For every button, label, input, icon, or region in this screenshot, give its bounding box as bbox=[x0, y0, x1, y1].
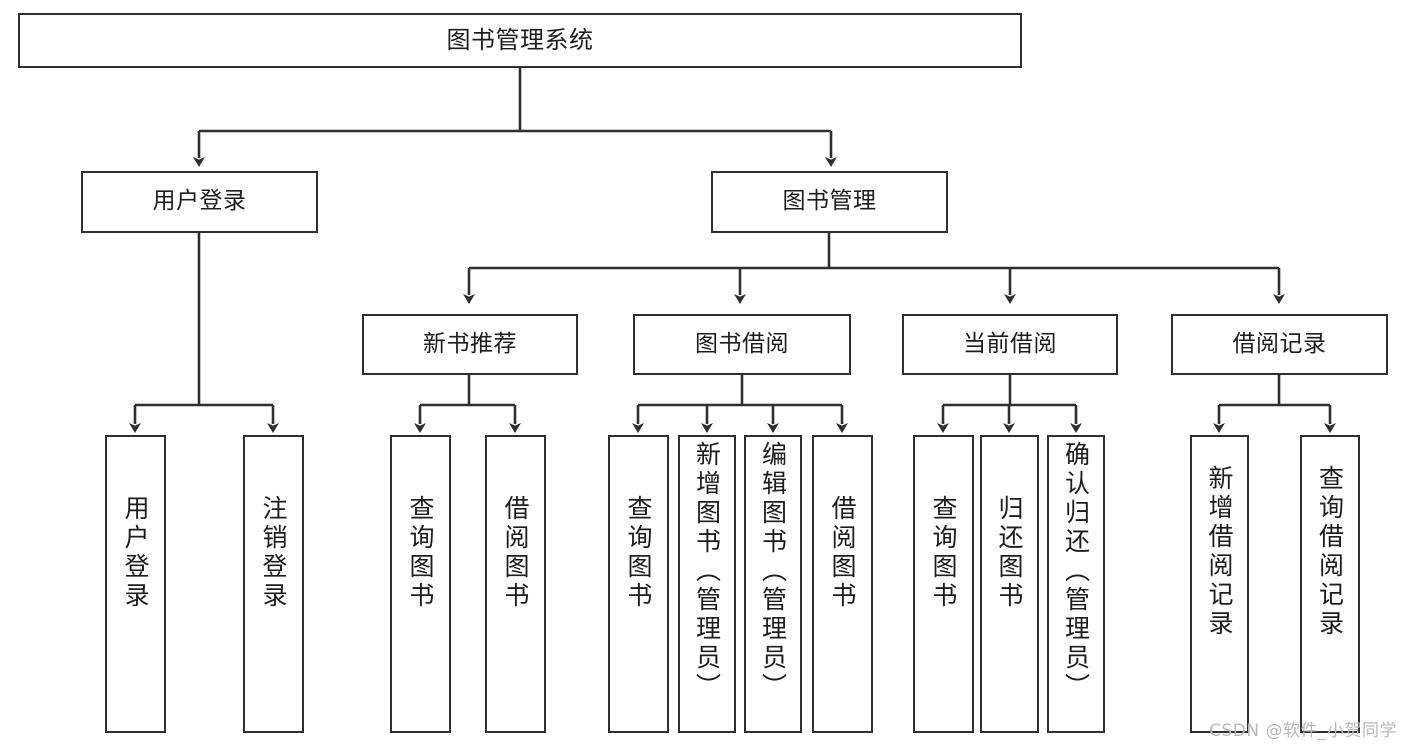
node-label: 借阅图书 bbox=[828, 495, 857, 611]
leaf-confirm-return-admin[interactable]: 确认归还（管理员） bbox=[1047, 435, 1105, 733]
node-label: 新增借阅记录 bbox=[1205, 465, 1234, 639]
node-label: 归还图书 bbox=[995, 495, 1024, 611]
node-root-system[interactable]: 图书管理系统 bbox=[18, 13, 1022, 68]
leaf-logout[interactable]: 注销登录 bbox=[243, 435, 304, 733]
leaf-query-book-current[interactable]: 查询图书 bbox=[913, 435, 974, 733]
node-label: 注销登录 bbox=[259, 495, 288, 611]
leaf-return-book[interactable]: 归还图书 bbox=[980, 435, 1039, 733]
leaf-query-book-recommend[interactable]: 查询图书 bbox=[390, 435, 451, 733]
node-label: 查询图书 bbox=[929, 495, 958, 611]
node-label: 用户登录 bbox=[121, 495, 150, 611]
node-label: 当前借阅 bbox=[963, 330, 1057, 357]
node-label: 确认归还（管理员） bbox=[1061, 441, 1091, 702]
node-label: 查询图书 bbox=[624, 495, 653, 611]
leaf-add-borrow-record[interactable]: 新增借阅记录 bbox=[1190, 435, 1249, 733]
node-label: 新增图书（管理员） bbox=[692, 441, 722, 702]
node-user-login[interactable]: 用户登录 bbox=[81, 171, 318, 233]
leaf-borrow-book-recommend[interactable]: 借阅图书 bbox=[485, 435, 546, 733]
leaf-query-borrow-record[interactable]: 查询借阅记录 bbox=[1300, 435, 1360, 733]
node-label: 图书管理 bbox=[782, 188, 877, 215]
node-label: 借阅图书 bbox=[501, 495, 530, 611]
node-label: 借阅记录 bbox=[1232, 330, 1327, 357]
node-borrow-record[interactable]: 借阅记录 bbox=[1171, 314, 1388, 375]
leaf-user-login[interactable]: 用户登录 bbox=[105, 435, 166, 733]
node-label: 查询图书 bbox=[406, 495, 435, 611]
node-book-borrow[interactable]: 图书借阅 bbox=[633, 314, 851, 375]
node-label: 查询借阅记录 bbox=[1315, 465, 1345, 639]
csdn-watermark: CSDN @软件_小贺同学 bbox=[1209, 721, 1397, 741]
node-current-borrow[interactable]: 当前借阅 bbox=[902, 314, 1118, 375]
node-label: 编辑图书（管理员） bbox=[758, 441, 788, 702]
node-label: 图书借阅 bbox=[695, 330, 789, 357]
node-book-management[interactable]: 图书管理 bbox=[711, 171, 948, 233]
node-new-book-recommend[interactable]: 新书推荐 bbox=[362, 314, 578, 375]
node-label: 新书推荐 bbox=[423, 330, 517, 357]
leaf-edit-book-admin[interactable]: 编辑图书（管理员） bbox=[744, 435, 802, 733]
node-label: 用户登录 bbox=[152, 188, 247, 215]
leaf-add-book-admin[interactable]: 新增图书（管理员） bbox=[678, 435, 736, 733]
node-label: 图书管理系统 bbox=[446, 26, 594, 55]
leaf-query-book-borrow[interactable]: 查询图书 bbox=[608, 435, 669, 733]
leaf-borrow-book[interactable]: 借阅图书 bbox=[812, 435, 873, 733]
